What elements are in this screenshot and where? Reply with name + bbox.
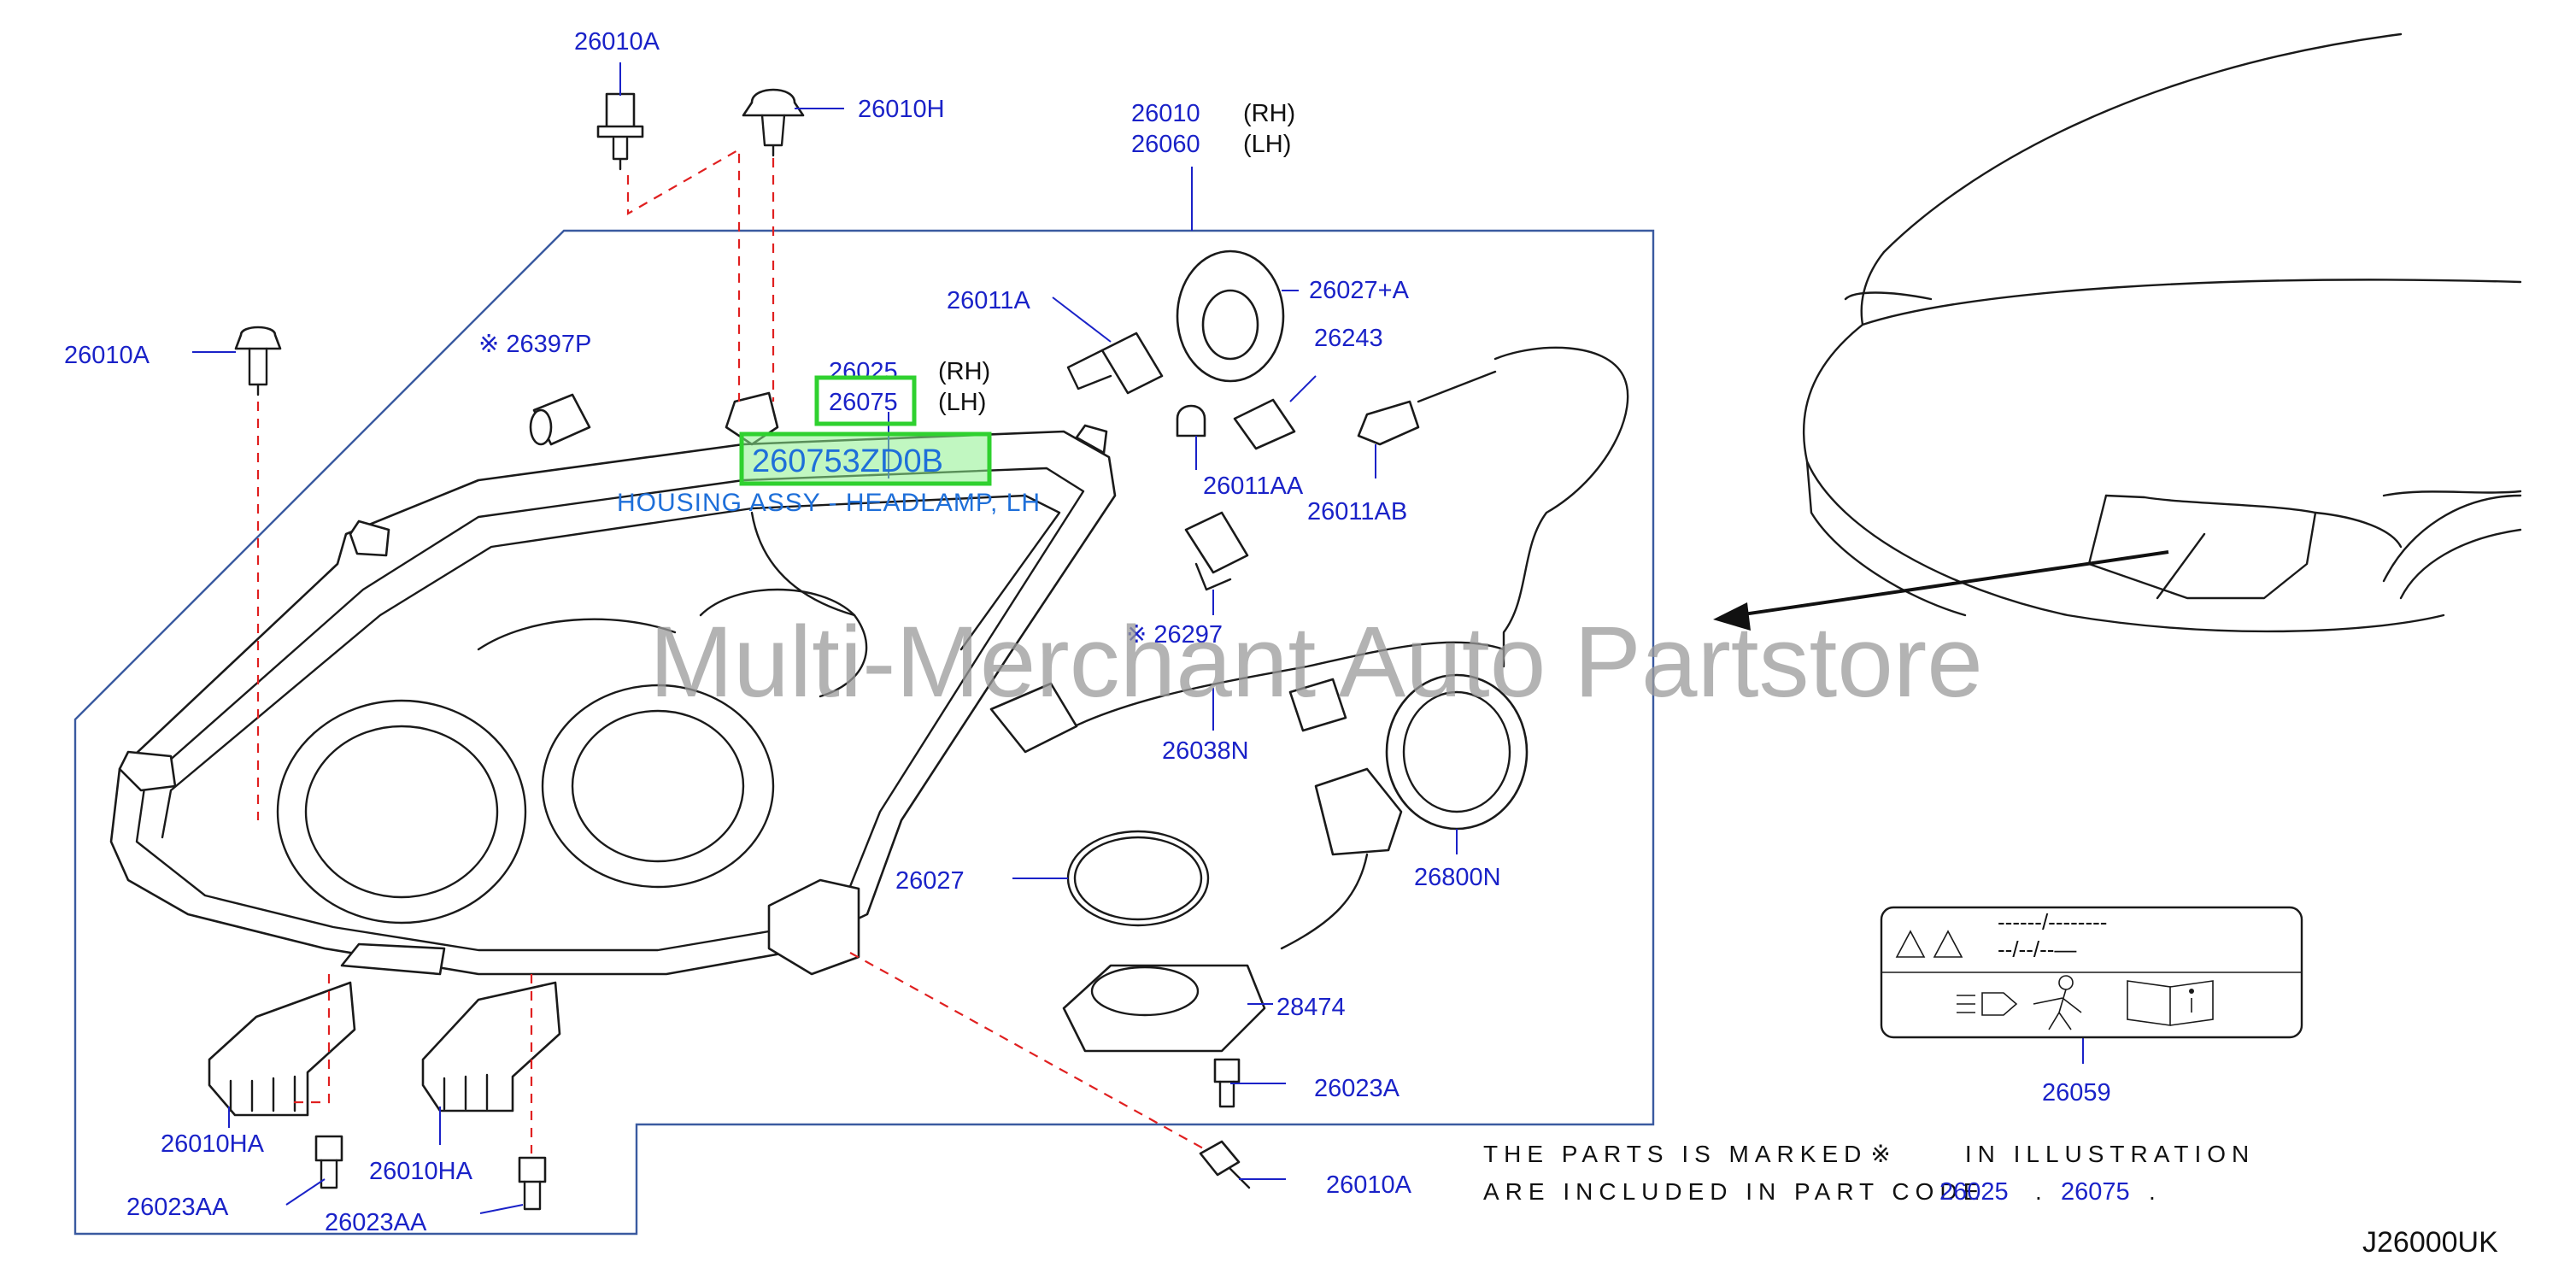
- selected-part-callout[interactable]: 260753ZD0B HOUSING ASSY - HEADLAMP, LH: [617, 431, 1041, 517]
- side-rh: (RH): [1243, 100, 1295, 127]
- part-label-28474[interactable]: 28474: [1276, 994, 1346, 1021]
- footnote-separator: .: [2035, 1178, 2048, 1205]
- drawing-code: J26000UK: [2362, 1226, 2498, 1259]
- headlamp-housing[interactable]: [109, 391, 1117, 976]
- clip-icon[interactable]: [742, 88, 805, 157]
- part-label-26011AA[interactable]: 26011AA: [1203, 473, 1304, 500]
- bulb-icon[interactable]: [1184, 511, 1249, 591]
- cover-icon[interactable]: [1385, 673, 1529, 831]
- warning-label-icon[interactable]: ------/-------- --/--/--—: [1880, 906, 2303, 1039]
- part-label-26243[interactable]: 26243: [1314, 325, 1383, 352]
- part-label-26010A[interactable]: 26010A: [574, 28, 660, 56]
- gasket-icon[interactable]: [1066, 830, 1210, 927]
- selected-part-highlight: [739, 431, 992, 486]
- vehicle-front-sketch: [1803, 32, 2522, 633]
- footnote-line2: ARE INCLUDED IN PART CODE: [1483, 1178, 1985, 1205]
- footnote-line1: THE PARTS IS MARKED※IN ILLUSTRATION: [1483, 1141, 2255, 1167]
- bracket-icon[interactable]: [421, 981, 561, 1112]
- ballast-icon[interactable]: [1062, 964, 1266, 1053]
- seal-ring-icon[interactable]: [1176, 249, 1285, 383]
- part-label-26010A[interactable]: 26010A: [1326, 1171, 1412, 1199]
- part-label-26011A[interactable]: 26011A: [947, 287, 1030, 314]
- part-label-26038N[interactable]: 26038N: [1162, 737, 1249, 765]
- bolt-icon[interactable]: [314, 1135, 343, 1189]
- socket-icon[interactable]: [1357, 346, 1629, 668]
- side-rh: (RH): [938, 358, 990, 385]
- footnote-end: .: [2149, 1178, 2162, 1205]
- footnote: THE PARTS IS MARKED※IN ILLUSTRATION ARE …: [1483, 1141, 2255, 1206]
- selected-part-box: [814, 375, 917, 426]
- part-label-26027A[interactable]: 26027+A: [1309, 277, 1410, 304]
- bulb-icon[interactable]: [1233, 398, 1296, 450]
- warning-text-row1: ------/--------: [1998, 909, 2107, 935]
- part-label-26075[interactable]: 26075: [829, 389, 898, 416]
- part-label-26800N[interactable]: 26800N: [1414, 864, 1501, 891]
- bolt-icon[interactable]: [596, 92, 644, 171]
- part-label-26023A[interactable]: 26023A: [1314, 1075, 1400, 1102]
- bolt-icon[interactable]: [518, 1156, 547, 1211]
- part-label-26027[interactable]: 26027: [895, 867, 965, 895]
- location-arrow-icon: [1713, 550, 2169, 631]
- guide-line: [626, 148, 741, 402]
- warning-text-row2: --/--/--—: [1998, 936, 2076, 962]
- wire-harness-icon[interactable]: [989, 641, 1505, 754]
- footnote-code-26075[interactable]: 26075: [2061, 1178, 2130, 1206]
- bracket-icon[interactable]: [208, 981, 356, 1117]
- watermark: Multi-Merchant Auto Partstore: [649, 606, 1983, 719]
- assembly-frame: [73, 229, 1655, 1236]
- part-label-26059[interactable]: 26059: [2042, 1079, 2111, 1107]
- igniter-icon[interactable]: [1280, 767, 1403, 950]
- guide-line: [290, 974, 331, 1104]
- part-label-26297[interactable]: ※ 26297: [1126, 621, 1223, 649]
- part-label-26011AB[interactable]: 26011AB: [1307, 498, 1407, 525]
- side-lh: (LH): [938, 389, 986, 416]
- headlamp-beam-icon: [1957, 975, 2082, 1030]
- bolt-icon[interactable]: [1199, 1140, 1251, 1189]
- bulb-icon[interactable]: [1176, 404, 1206, 437]
- selected-part-description: HOUSING ASSY - HEADLAMP, LH: [617, 489, 1041, 517]
- part-label-26023AA[interactable]: 26023AA: [126, 1194, 229, 1221]
- part-label-26010A[interactable]: 26010A: [64, 342, 150, 369]
- part-label-26010[interactable]: 26010: [1131, 100, 1200, 127]
- part-label-26010HA[interactable]: 26010HA: [369, 1158, 473, 1185]
- part-label-26060[interactable]: 26060: [1131, 131, 1200, 158]
- side-lh: (LH): [1243, 131, 1291, 158]
- part-label-26397P[interactable]: ※ 26397P: [478, 331, 591, 358]
- bolt-icon[interactable]: [234, 326, 282, 396]
- bulb-icon[interactable]: [1066, 332, 1164, 395]
- selected-part-number[interactable]: 260753ZD0B: [752, 443, 943, 479]
- footnote-code-26025[interactable]: 26025: [1939, 1178, 2009, 1206]
- part-label-26010H[interactable]: 26010H: [858, 96, 945, 123]
- bolt-icon[interactable]: [1213, 1058, 1241, 1108]
- part-label-26025[interactable]: 26025: [829, 358, 898, 385]
- cap-icon[interactable]: [529, 393, 591, 446]
- manual-book-icon: [2127, 980, 2214, 1026]
- part-label-26023AA[interactable]: 26023AA: [325, 1209, 427, 1236]
- part-label-26010HA[interactable]: 26010HA: [161, 1130, 265, 1158]
